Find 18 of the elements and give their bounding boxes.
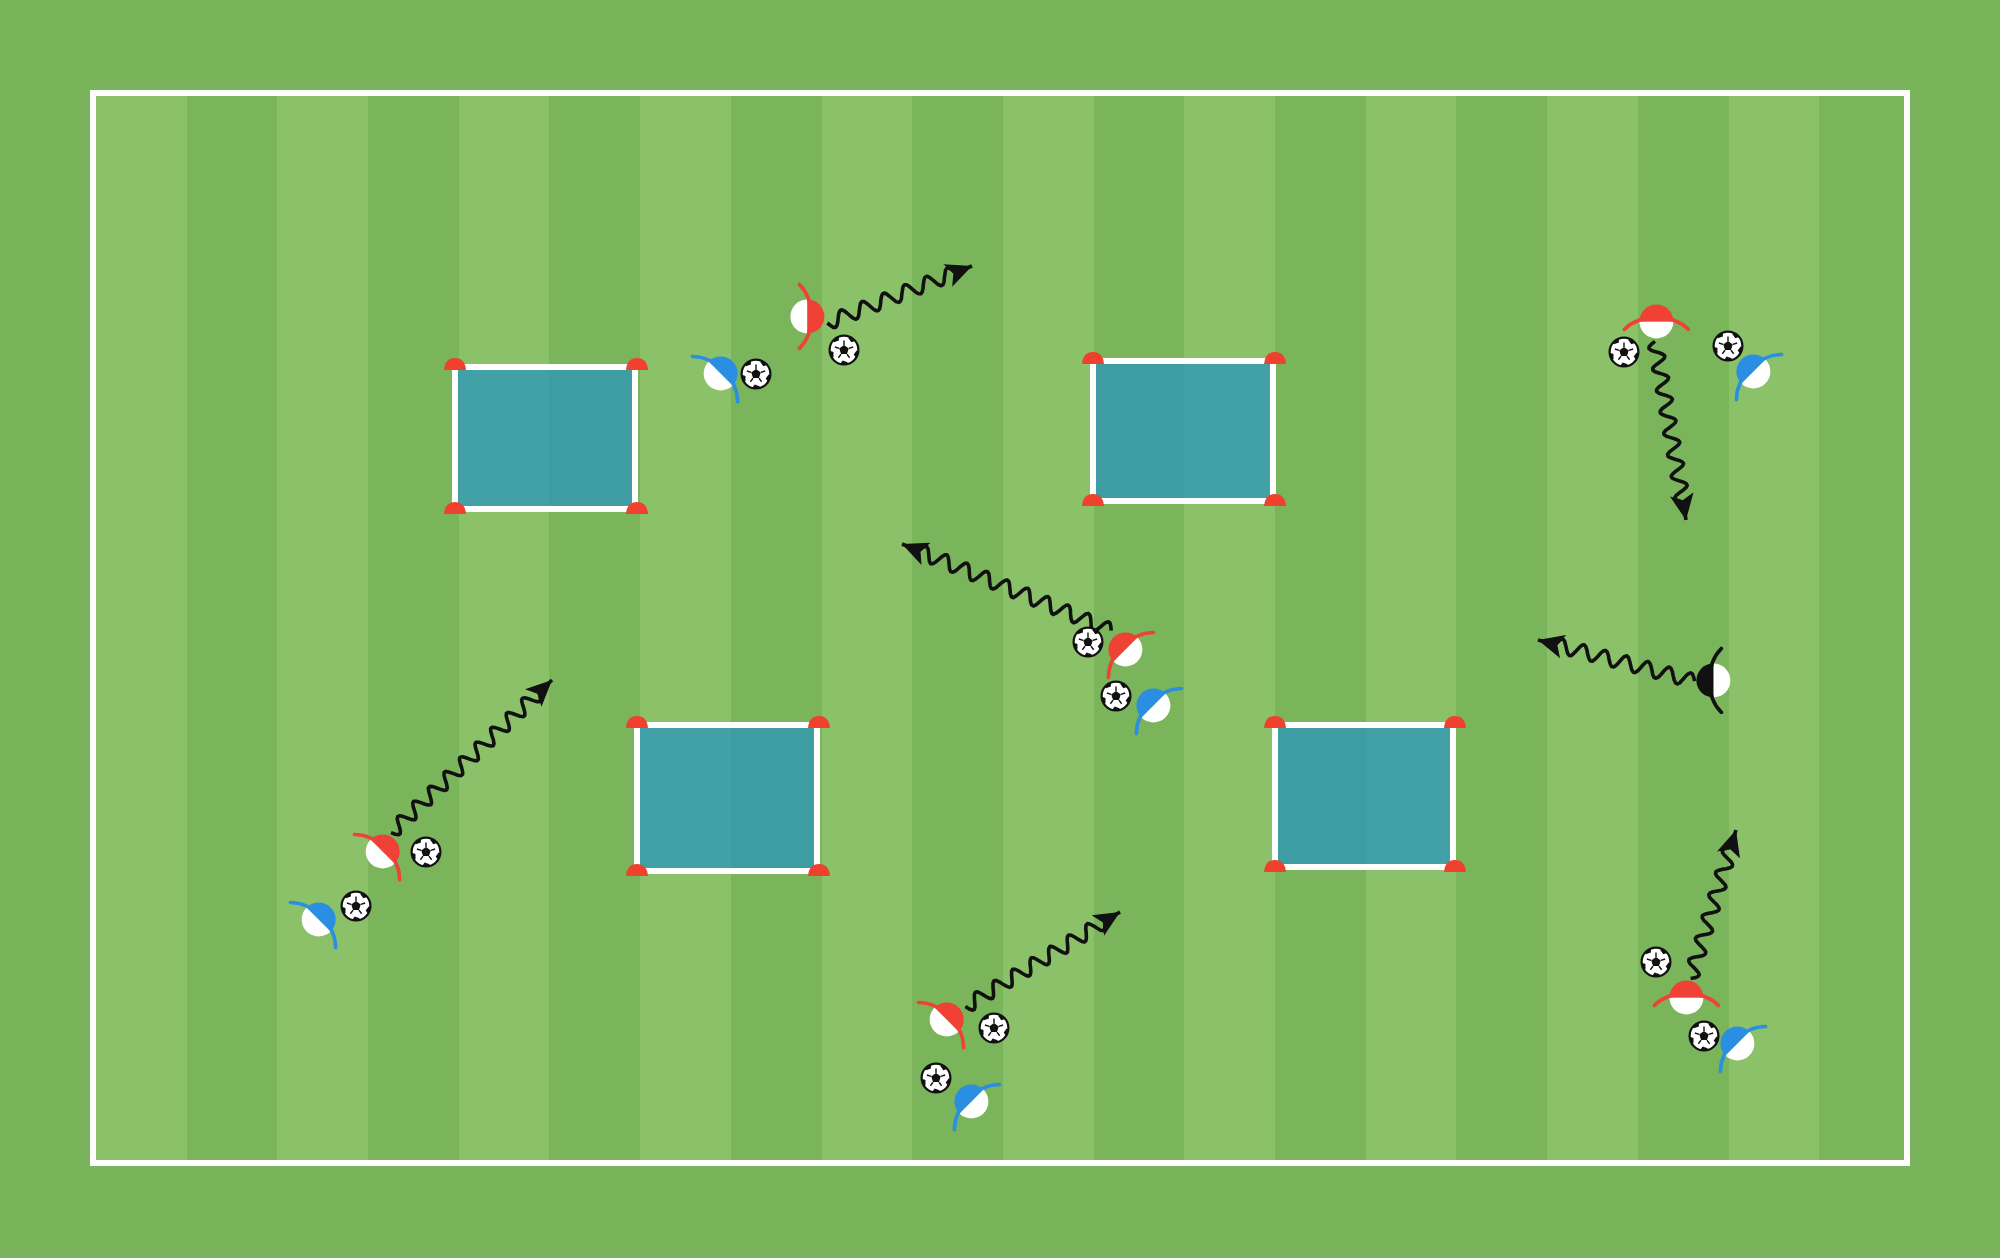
dribble-arrow: [1687, 829, 1740, 981]
player-icon: [1694, 645, 1734, 715]
training-square: [1090, 358, 1276, 504]
player-icon: [1621, 302, 1691, 342]
training-square: [452, 364, 638, 512]
player-icon: [1651, 978, 1721, 1018]
dribble-arrow: [1537, 635, 1697, 686]
dribble-arrow: [964, 910, 1121, 1012]
dribble-arrow: [901, 542, 1113, 633]
player-icon: [1106, 630, 1157, 681]
dribble-arrow: [390, 678, 554, 837]
training-square: [634, 722, 820, 874]
training-square: [1272, 722, 1456, 870]
player-icon: [788, 281, 828, 351]
dribble-arrow: [1647, 339, 1694, 521]
player-icon: [351, 832, 402, 883]
dribble-arrow: [826, 264, 973, 330]
player-icon: [915, 1000, 966, 1051]
